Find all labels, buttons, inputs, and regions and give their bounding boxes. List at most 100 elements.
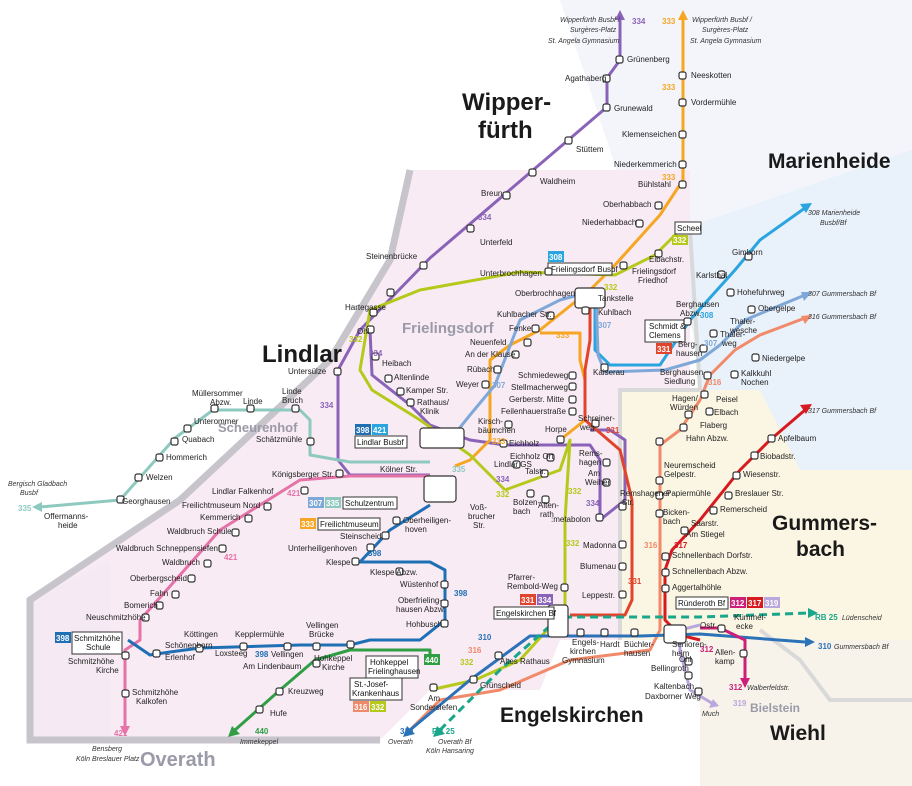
- line-310-route: [409, 632, 806, 732]
- stn-friedhof-1: Frielingsdorf: [632, 267, 677, 276]
- stn-unterheiligenhoven: Unterheiligenhoven: [288, 544, 357, 553]
- stn-unterbrochhagen: Unterbrochhagen: [480, 269, 542, 278]
- lno-316-c: 316: [708, 378, 722, 387]
- stn-berghausensied-1: Berghausen: [660, 368, 703, 377]
- stn-berghausenabzw-2: Abzw.: [680, 309, 701, 318]
- stn-kirschbaeumchen-2: bäumchen: [478, 426, 515, 435]
- badge-308: 308: [549, 253, 563, 262]
- lno-398-b: 398: [454, 589, 468, 598]
- badge-334: 334: [538, 596, 552, 605]
- badge-332-scheel: 332: [673, 236, 687, 245]
- lno-421-a: 421: [287, 489, 301, 498]
- stn-niederhabbach: Niederhabbach: [582, 218, 636, 227]
- box-lindlar-busbf: Lindlar Busbf: [357, 438, 404, 447]
- region-bielstein: Bielstein: [750, 701, 800, 715]
- badge-332-stjosef: 332: [371, 703, 385, 712]
- stn-blumenau: Blumenau: [580, 562, 616, 571]
- lno-332-b: 332: [349, 335, 363, 344]
- badge-319: 319: [765, 599, 779, 608]
- stn-steinenbruecke: Steinenbrücke: [366, 252, 418, 261]
- lno-334-a: 334: [478, 213, 492, 222]
- stn-koenigsberger: Königsberger Str.: [272, 470, 334, 479]
- stn-kirschbaeumchen-1: Kirsch-: [478, 417, 503, 426]
- box-engelskirchen-bf: Engelskirchen Bf: [496, 609, 557, 618]
- stn-kuhlbacherstr: Kuhlbacher Str.: [497, 310, 552, 319]
- stn-klemenseichen: Klemenseichen: [622, 130, 677, 139]
- stn-bickenbach-2: bach: [663, 517, 680, 526]
- badge-440: 440: [425, 656, 439, 665]
- stn-friedhof-2: Friedhof: [638, 276, 668, 285]
- box-schulzentrum: Schulzentrum: [345, 499, 394, 508]
- stn-pfarrer-1: Pfarrer-: [508, 573, 535, 582]
- lno-333-top: 333: [662, 17, 676, 26]
- stn-madonna: Madonna: [583, 541, 617, 550]
- stn-remshagen-1: Rems-: [579, 449, 603, 458]
- arrow-421-s: [120, 726, 130, 736]
- dest-wipp333-1: Wipperfürth Busbf /: [692, 17, 753, 24]
- stn-kreuzweg: Kreuzweg: [288, 687, 324, 696]
- stn-rathausklinik-2: Klinik: [420, 407, 440, 416]
- stn-lindebruch-1: Linde: [282, 387, 302, 396]
- badge-317: 317: [748, 599, 762, 608]
- lno-316-a: 316: [468, 646, 482, 655]
- stn-offermannsheide-1: Offermanns-: [44, 512, 89, 521]
- stn-vordermuehle: Vordermühle: [691, 98, 737, 107]
- stn-koelnerstr: Kölner Str.: [380, 465, 417, 474]
- stn-engelsgymnasium-3: Gymnasium: [562, 656, 605, 665]
- badge-331: 331: [521, 596, 535, 605]
- stn-karlsthal: Karlsthal: [696, 271, 727, 280]
- lno-rb25-b: RB 25: [815, 613, 838, 622]
- line-333-route: [454, 18, 685, 468]
- stn-kaltenbach: Kaltenbach: [654, 682, 694, 691]
- stn-agathaberg: Agathaberg: [565, 74, 606, 83]
- stn-ohl: Ohl: [357, 327, 370, 336]
- stn-altesrathaus: Altes Rathaus: [500, 657, 550, 666]
- region-scheurenhof: Scheurenhof: [218, 420, 298, 435]
- dest-marien308-2: Busbf/Bf: [820, 220, 848, 227]
- stn-hohkeppelkirche-2: Kirche: [322, 663, 345, 672]
- stn-berghausen-1: Berg-: [678, 340, 698, 349]
- lno-319-a: 319: [733, 699, 747, 708]
- stn-schnellorf: Schnellenbach Dorfstr.: [672, 551, 753, 560]
- stn-buechlerhausen-2: hausen: [624, 649, 650, 658]
- stn-metabolon: :metabolon: [551, 515, 591, 524]
- stn-weyer: Weyer: [456, 380, 479, 389]
- stn-obergelpe: Obergelpe: [758, 304, 796, 313]
- dest-rb25w-1: Overath Bf: [438, 739, 473, 746]
- stn-ohl2: Ohl: [679, 655, 692, 664]
- stn-leppestr: Leppestr.: [582, 591, 615, 600]
- stn-heibach: Heibach: [382, 359, 411, 368]
- box-ruenderoth: Ründeroth Bf: [678, 599, 726, 608]
- line-440: [234, 648, 432, 732]
- stn-schnellabzw: Schnellenbach Abzw.: [672, 567, 748, 576]
- arrows: [32, 10, 818, 737]
- stn-allenkamp-2: kamp: [715, 657, 735, 666]
- stn-thalerweg-1: Thaler-: [720, 330, 746, 339]
- lno-332-c: 332: [496, 490, 510, 499]
- stn-oberfrieling-1: Oberfrieling-: [398, 596, 442, 605]
- stn-amsondersiefen-1: Am: [428, 694, 440, 703]
- stn-horpe: Horpe: [545, 425, 567, 434]
- line-310: [409, 632, 806, 732]
- stn-oberbergscheid: Oberbergscheid: [130, 574, 187, 583]
- stn-aggertal: Aggertalhöhle: [672, 583, 722, 592]
- lno-440-a: 440: [255, 727, 269, 736]
- region-wiehl: Wiehl: [770, 722, 826, 745]
- stn-vellingen: Vellingen: [271, 650, 303, 659]
- dest-gm317: 317 Gummersbach Bf: [808, 408, 877, 415]
- lno-310-c: 310: [818, 642, 832, 651]
- stn-waldbruchschnepp: Waldbruch Schneppensiefen: [116, 544, 218, 553]
- stn-oberheiligenhoven-1: Oberheiligen-: [403, 516, 451, 525]
- line-307: [448, 288, 806, 441]
- arrow-308-ne: [800, 203, 812, 213]
- lno-334-d: 334: [586, 499, 600, 508]
- stn-waldbruchschule: Waldbruch Schule: [167, 527, 232, 536]
- stn-steinscheid: Steinscheid: [340, 532, 381, 541]
- region-marienheide: Marienheide: [768, 150, 891, 173]
- lno-332-a: 332: [604, 283, 618, 292]
- stn-oberfrieling-2: hausen Abzw.: [396, 605, 445, 614]
- lno-398-a: 398: [368, 549, 382, 558]
- lno-310-a: 310: [478, 633, 492, 642]
- arrow-335-w: [32, 502, 42, 512]
- stn-kuhlbach: Kuhlbach: [598, 308, 631, 317]
